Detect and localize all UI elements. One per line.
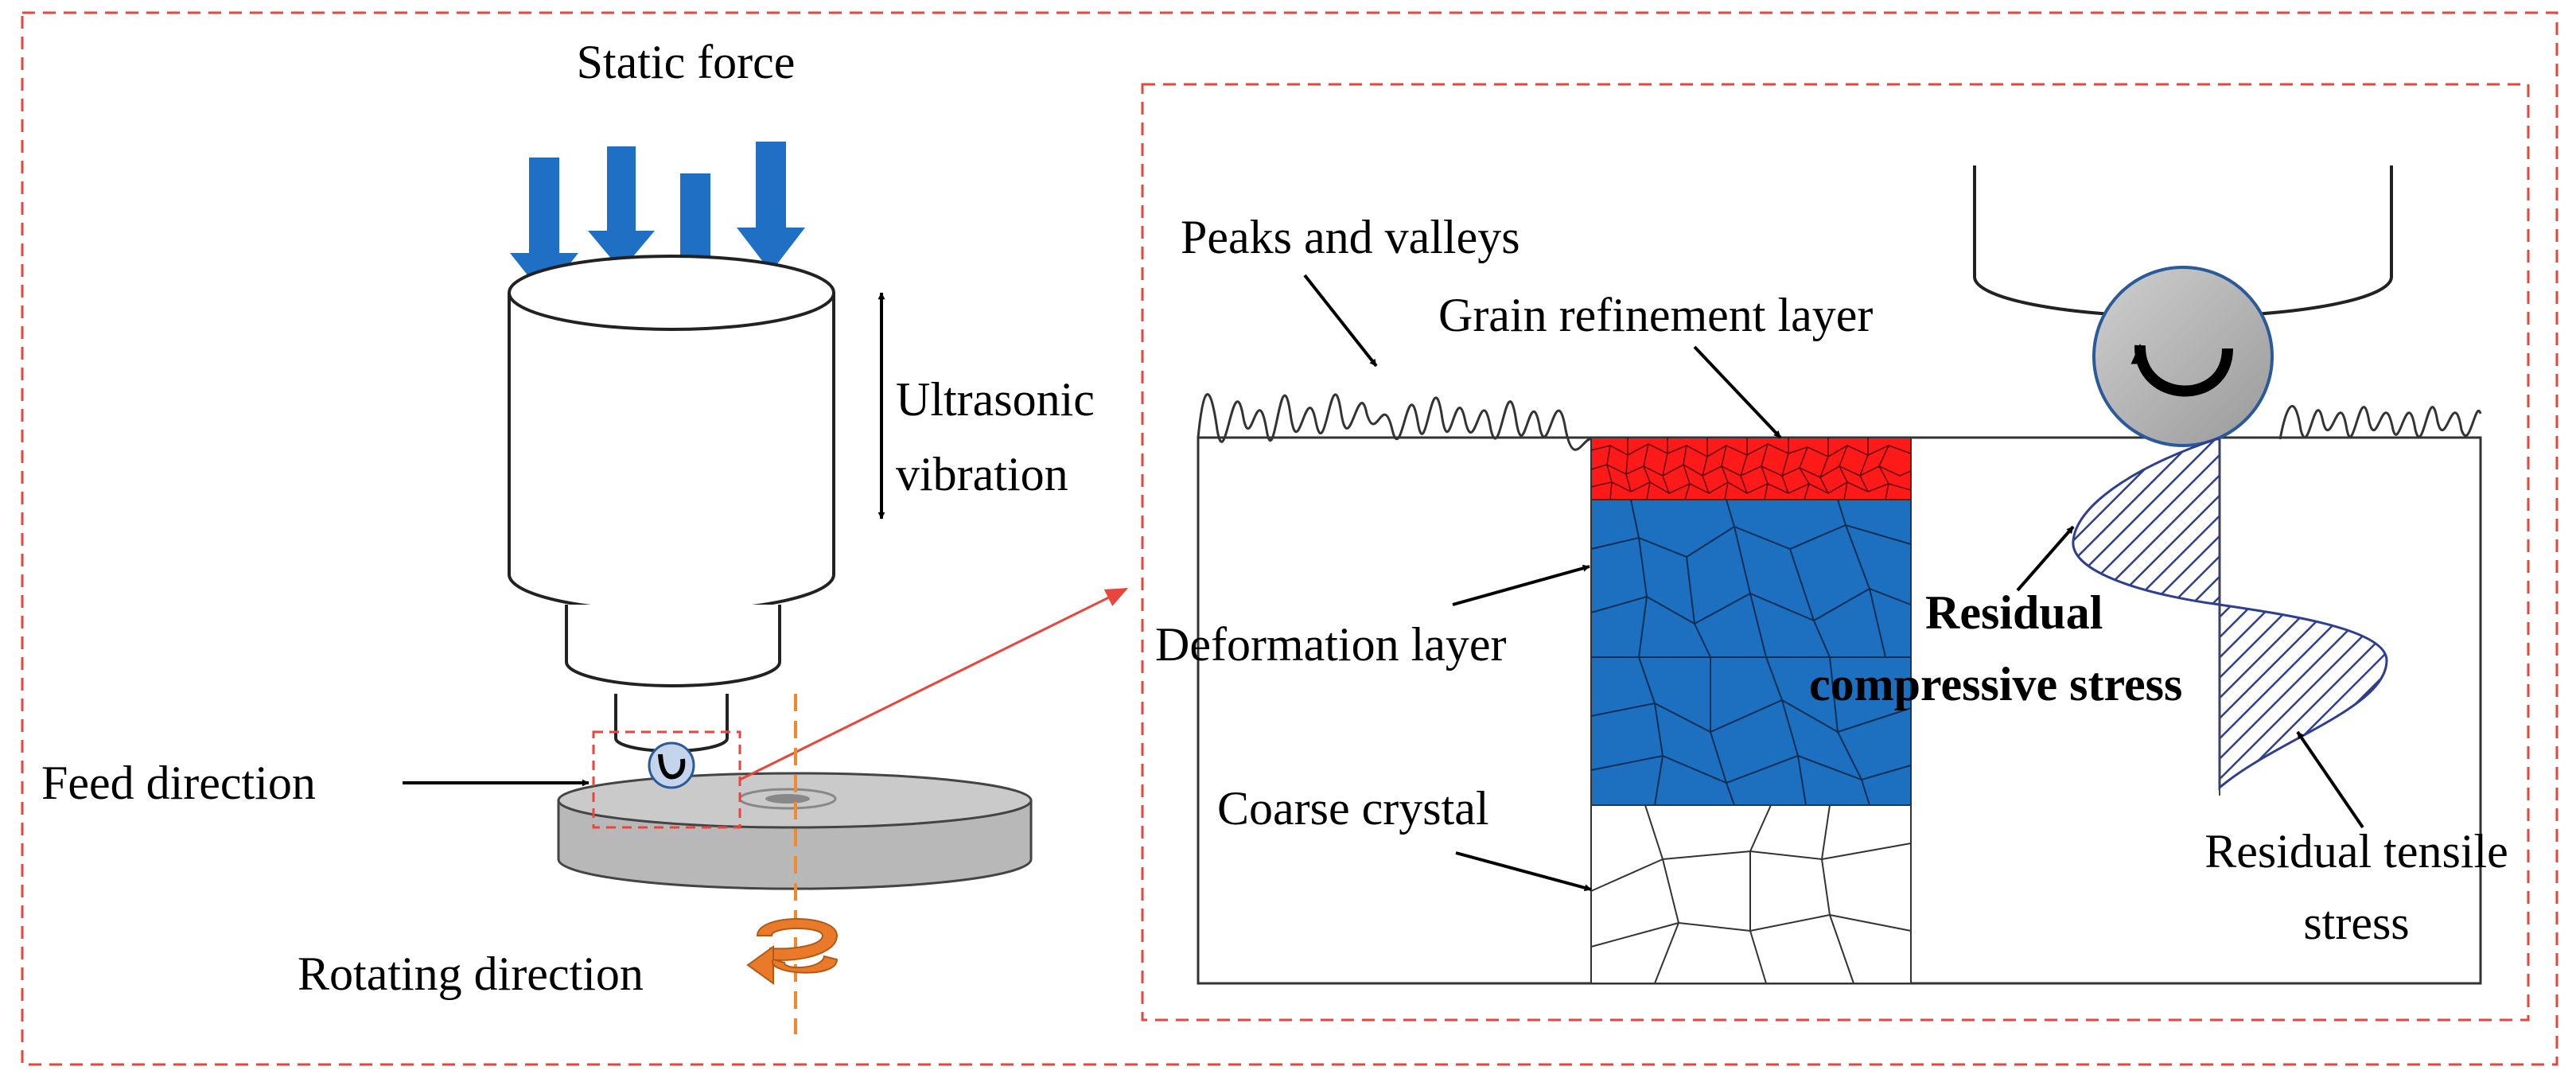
static-force-label: Static force [577,36,796,88]
residual-compressive-arrow [2016,525,2075,592]
coarse-crystal-label: Coarse crystal [1217,782,1489,835]
feed-direction-label: Feed direction [41,757,316,809]
residual-compressive-label-2: compressive stress [1809,658,2182,710]
surface-roughness-right [2278,405,2482,440]
residual-tensile-label-2: stress [2303,897,2409,949]
ultrasonic-label: Ultrasonic [896,373,1095,426]
residual-stress-profile [2072,438,2388,791]
deformation-layer-label: Deformation layer [1155,618,1506,671]
horn-top-face [508,255,835,331]
tool-ball-small [648,741,695,789]
ball-rotation-arrow-icon [2130,343,2233,397]
residual-tensile-arrow [2296,730,2364,829]
zoom-panel-frame [1141,83,2530,1022]
force-arrow-2 [588,146,655,270]
force-arrow-1 [510,158,578,296]
surface-roughness-left [1197,393,1592,451]
grain-refinement-label: Grain refinement layer [1438,289,1873,341]
grain-refinement-layer [1590,437,1912,500]
zoomed-tool [1973,165,2393,447]
horn-middle-section [565,605,781,687]
zoomed-tool-ball [2092,266,2274,447]
coarse-crystal-layer [1590,804,1912,984]
deformation-layer-arrow [1452,564,1590,606]
disc-center-hole [765,794,810,804]
rotating-direction-label: Rotating direction [298,948,644,1000]
vibration-label: vibration [896,448,1068,500]
deformation-layer [1590,499,1912,806]
grain-refinement-arrow [1693,345,1782,439]
peaks-valleys-arrow [1303,274,1378,368]
tool-horn [508,255,835,753]
outer-dashed-frame [21,11,2558,1066]
horn-upper-cylinder [508,293,835,613]
peaks-valleys-label: Peaks and valleys [1181,211,1520,263]
residual-compressive-label-1: Residual [1925,586,2103,639]
force-arrow-4 [737,142,805,272]
small-rotation-arrow-icon [658,753,686,780]
zoom-connector [739,587,1129,781]
residual-tensile-label-1: Residual tensile [2204,825,2508,878]
coarse-crystal-arrow [1455,851,1592,892]
rotating-arrow-icon [746,918,839,985]
